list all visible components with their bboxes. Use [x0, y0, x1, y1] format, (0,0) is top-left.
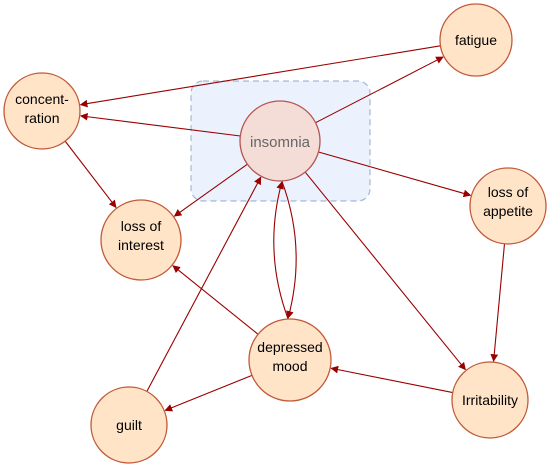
node-concentration-circle	[3, 72, 81, 150]
node-loss-of-interest-label-line: loss of	[121, 218, 162, 234]
node-loss-of-appetite-label-line: loss of	[488, 184, 529, 200]
node-fatigue[interactable]: fatigue	[439, 3, 513, 77]
node-depressed-mood-circle	[248, 318, 332, 402]
edges-layer	[64, 45, 506, 412]
edge-insomnia-to-fatigue	[315, 56, 444, 124]
node-insomnia-label: insomnia	[250, 134, 311, 151]
edge-insomnia-to-irritability	[304, 171, 466, 371]
node-irritability-label-line: Irritability	[462, 392, 518, 408]
node-guilt[interactable]: guilt	[90, 386, 168, 464]
node-guilt-label: guilt	[116, 417, 142, 433]
node-depressed-mood-label-line: depressed	[257, 339, 322, 355]
node-depressed-mood[interactable]: depressed mood	[248, 318, 332, 402]
node-insomnia[interactable]: insomnia	[239, 100, 321, 182]
node-concentration-label: concent-ration	[15, 91, 69, 126]
edge-depressed-mood-to-guilt	[164, 374, 253, 412]
edge-insomnia-to-loss-of-interest	[173, 163, 248, 217]
node-fatigue-label-line: fatigue	[455, 32, 497, 48]
node-insomnia-label-line: insomnia	[250, 134, 311, 151]
node-irritability-label: Irritability	[462, 392, 518, 408]
node-insomnia-circle	[239, 100, 321, 182]
edge-concentration-to-loss-of-interest	[64, 140, 117, 209]
edge-guilt-to-insomnia	[146, 176, 262, 392]
node-concentration[interactable]: concent-ration	[3, 72, 81, 150]
edge-depressed-mood-to-loss-of-interest	[172, 265, 259, 335]
node-depressed-mood-label-line: mood	[272, 358, 307, 374]
edge-loss-of-appetite-to-irritability	[490, 243, 506, 362]
node-fatigue-circle	[439, 3, 513, 77]
edge-insomnia-to-depressed-mood	[281, 180, 297, 319]
node-depressed-mood-label: depressed mood	[257, 339, 322, 374]
node-loss-of-appetite-label: loss of appetite	[483, 184, 533, 219]
node-concentration-label-line: ration	[24, 110, 59, 126]
node-fatigue-label: fatigue	[455, 32, 497, 48]
edge-insomnia-to-loss-of-appetite	[318, 151, 472, 198]
node-loss-of-appetite-circle	[469, 167, 547, 245]
node-loss-of-interest-label: loss of interest	[118, 218, 164, 253]
edge-depressed-mood-to-insomnia	[273, 181, 289, 320]
node-irritability[interactable]: Irritability	[451, 361, 529, 439]
node-loss-of-interest-circle	[100, 199, 182, 281]
node-irritability-circle	[451, 361, 529, 439]
edge-irritability-to-depressed-mood	[330, 365, 453, 394]
edge-fatigue-to-concentration	[79, 45, 441, 108]
node-loss-of-interest-label-line: interest	[118, 237, 164, 253]
node-loss-of-appetite-label-line: appetite	[483, 203, 533, 219]
node-guilt-circle	[90, 386, 168, 464]
node-concentration-label-line: concent-	[15, 91, 69, 107]
edge-insomnia-to-concentration	[79, 112, 241, 137]
node-guilt-label-line: guilt	[116, 417, 142, 433]
node-loss-of-interest[interactable]: loss of interest	[100, 199, 182, 281]
nodes-layer: fatigue concent-ration insomnia loss of inte…	[3, 3, 547, 464]
node-loss-of-appetite[interactable]: loss of appetite	[469, 167, 547, 245]
